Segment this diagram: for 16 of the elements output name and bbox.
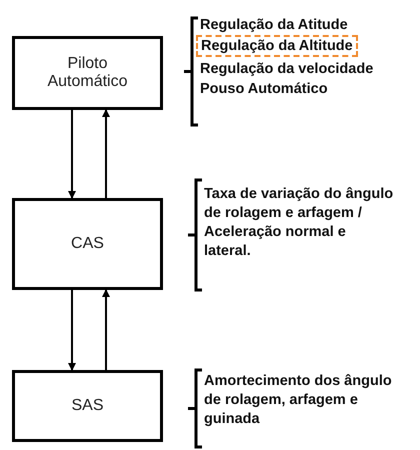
list-item-text: Pouso Automático bbox=[200, 80, 328, 99]
arrow bbox=[68, 290, 76, 371]
arrow bbox=[102, 109, 110, 198]
description-text: Amortecimento dos ângulo de rolagem, arfagem e guinada bbox=[204, 372, 393, 429]
list-item-text: Regulação da velocidade bbox=[200, 60, 374, 79]
list-item-text: Regulação da Atitude bbox=[200, 16, 348, 35]
process-box bbox=[12, 36, 163, 110]
process-box bbox=[12, 370, 163, 442]
arrow bbox=[102, 289, 110, 370]
box-label: CAS bbox=[71, 235, 104, 253]
process-box bbox=[12, 198, 163, 290]
arrow bbox=[68, 110, 76, 199]
box-label: Piloto Automático bbox=[46, 55, 129, 91]
description-text: Taxa de variação do ângulo de rolagem e arfagem / Aceleração normal e lateral. bbox=[204, 185, 394, 261]
highlighted-item: Regulação da Altitude bbox=[196, 35, 358, 57]
box-label: SAS bbox=[71, 397, 104, 415]
